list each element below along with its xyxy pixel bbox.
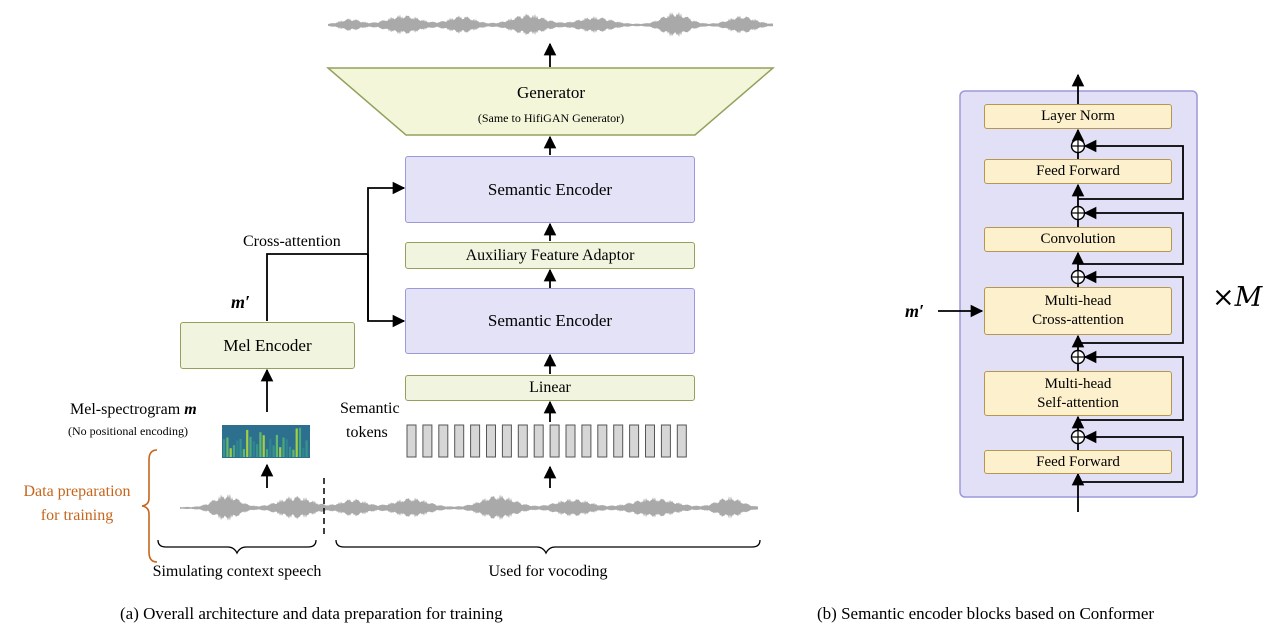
generator-subtitle: (Same to HifiGAN Generator) — [477, 111, 625, 125]
semantic-token — [581, 424, 592, 458]
generator-title: Generator — [517, 83, 585, 102]
semantic-token-row — [406, 424, 687, 458]
mel-encoder-label: Mel Encoder — [223, 335, 312, 355]
cross-attention-line-1: Multi-head — [1044, 293, 1112, 310]
mel-encoder: Mel Encoder — [180, 322, 355, 369]
feed-forward-bottom-block: Feed Forward — [984, 450, 1172, 474]
self-attention-block: Multi-head Self-attention — [984, 371, 1172, 416]
residual-add-nodes — [1070, 138, 1086, 445]
auxiliary-feature-adaptor: Auxiliary Feature Adaptor — [405, 242, 695, 269]
semantic-token — [517, 424, 528, 458]
left-arrows — [260, 42, 557, 488]
semantic-tokens-label-1: Semantic — [340, 400, 400, 417]
output-waveform — [328, 11, 773, 38]
data-prep-brace — [141, 449, 158, 563]
caption-b: (b) Semantic encoder blocks based on Con… — [817, 604, 1155, 623]
conformer-arrows — [938, 73, 1184, 512]
generator-trapezoid — [325, 67, 776, 136]
used-for-vocoding-label: Used for vocoding — [488, 563, 608, 580]
layer-norm-block: Layer Norm — [984, 104, 1172, 129]
feed-forward-top-label: Feed Forward — [1036, 163, 1120, 180]
convolution-block: Convolution — [984, 227, 1172, 252]
data-prep-label-1: Data preparation — [23, 483, 131, 500]
semantic-token — [597, 424, 608, 458]
semantic-token — [486, 424, 496, 458]
cross-attention-line-2: Cross-attention — [1032, 312, 1124, 328]
semantic-token — [645, 424, 655, 458]
semantic-encoder-top: Semantic Encoder — [405, 156, 695, 223]
semantic-token — [454, 424, 465, 458]
semantic-token — [406, 424, 417, 458]
cross-attention-label: Cross-attention — [243, 233, 341, 250]
semantic-token — [660, 424, 671, 458]
semantic-token — [565, 424, 576, 458]
semantic-token — [422, 424, 433, 458]
mel-spectrogram-text: Mel-spectrogram — [70, 401, 181, 418]
self-attention-line-1: Multi-head — [1044, 375, 1112, 392]
convolution-label: Convolution — [1040, 231, 1116, 248]
semantic-token — [613, 424, 624, 458]
times-m-label: ×M — [1212, 282, 1263, 313]
feed-forward-bottom-label: Feed Forward — [1036, 453, 1120, 470]
mel-spectrogram-label: Mel-spectrogram m — [70, 402, 197, 418]
semantic-encoder-bottom-label: Semantic Encoder — [487, 311, 613, 331]
semantic-encoder-bottom: Semantic Encoder — [405, 288, 695, 354]
semantic-token — [676, 424, 687, 458]
self-attention-line-2: Self-attention — [1037, 394, 1119, 411]
semantic-token — [533, 424, 544, 458]
semantic-token — [438, 424, 449, 458]
mel-symbol: m — [184, 401, 197, 418]
layer-norm-label: Layer Norm — [1041, 108, 1115, 125]
m-prime-left: m′ — [231, 292, 251, 312]
semantic-tokens-label-2: tokens — [346, 424, 388, 441]
semantic-token — [629, 424, 640, 458]
mel-spectrogram-image — [222, 425, 310, 458]
m-prime-right: m′ — [905, 301, 925, 321]
semantic-encoder-top-label: Semantic Encoder — [487, 179, 613, 199]
data-prep-label-2: for training — [40, 507, 114, 524]
linear-label: Linear — [529, 379, 571, 396]
semantic-token — [470, 424, 481, 458]
vocoding-brace — [335, 539, 761, 555]
semantic-token — [501, 424, 512, 458]
linear-layer: Linear — [405, 375, 695, 401]
semantic-token — [549, 424, 560, 458]
caption-a: (a) Overall architecture and data prepar… — [120, 604, 503, 623]
input-waveform — [180, 493, 758, 521]
feed-forward-top-block: Feed Forward — [984, 159, 1172, 184]
cross-attention-block: Multi-head Cross-attention — [984, 287, 1172, 335]
aux-adaptor-label: Auxiliary Feature Adaptor — [465, 246, 635, 264]
no-positional-label: (No positional encoding) — [68, 424, 188, 438]
simulating-label: Simulating context speech — [152, 563, 322, 580]
simulating-brace — [157, 539, 317, 555]
